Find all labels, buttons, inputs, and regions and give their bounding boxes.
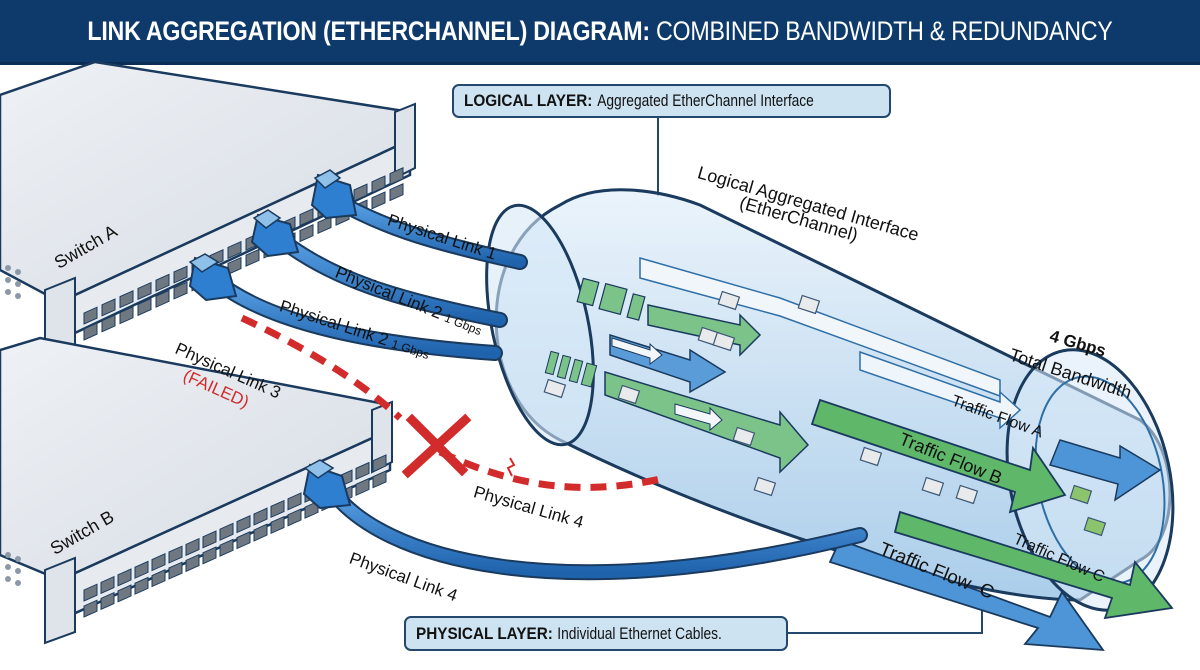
switch-port [253,523,268,542]
switch-port [202,530,217,549]
switch-port [317,215,332,235]
traffic-flow-c-green-arrow [893,510,1174,620]
switch-port [83,306,98,325]
break-spark-icon [506,457,516,477]
data-packet [617,384,641,405]
data-packet [753,476,777,497]
data-packet [1083,516,1107,537]
data-packet [859,446,883,467]
traffic-flow-b-arrow [810,398,1067,514]
switch-port [168,545,183,564]
logical-layer-callout: LOGICAL LAYER:Aggregated EtherChannel In… [452,84,892,118]
data-packets [543,290,1107,537]
switch-port [371,175,386,194]
switch-port [372,454,387,473]
switch-port [83,583,98,602]
switch-port [372,470,387,489]
switch-port [185,537,200,557]
rj45-connector-link-2a [250,209,300,258]
switch-port [270,499,285,519]
data-packet [921,476,945,497]
title-bold: LINK AGGREGATION (ETHERCHANNEL) DIAGRAM: [87,15,650,46]
failure-x-icon [401,413,472,479]
failed-link-3[interactable] [240,314,666,491]
switch-port [101,314,116,333]
switch-port [137,297,152,317]
switch-port [134,560,149,579]
switch-port [219,522,234,541]
switch-port [100,575,115,595]
switch-port [173,265,188,284]
data-packet [543,378,567,399]
data-packet [717,290,741,311]
switch-port [151,569,166,588]
data-packet [1069,484,1093,505]
switch-port [202,546,217,565]
switch-port [299,208,314,227]
rj45-connector-link-1 [310,169,358,220]
title-light: COMBINED BANDWIDTH & REDUNDANCY [656,15,1113,46]
switch-port [168,561,183,580]
switch-port [389,167,404,186]
switch-port [100,591,115,611]
switch-port [253,507,268,526]
logical-layer-heading: LOGICAL LAYER: [464,91,593,110]
switch-port [117,568,132,587]
switch-port [101,298,116,317]
switch-port [83,322,98,341]
switch-port [353,183,368,202]
flow-arrow-blue-middle [609,333,727,394]
switch-port [287,508,302,527]
switch-port [245,248,260,267]
switch-port [119,306,134,325]
switch-port [134,576,149,595]
cable-link-2b[interactable] [207,272,503,361]
switch-port [173,281,188,300]
physical-layer-callout: PHYSICAL LAYER:Individual Ethernet Cable… [404,616,789,651]
title-banner: LINK AGGREGATION (ETHERCHANNEL) DIAGRAM:… [0,0,1200,65]
switch-a-vent [5,265,21,299]
switch-port [151,553,166,572]
rj45-connector-link-2b [188,253,238,302]
switch-port [355,461,370,481]
physical-layer-text: Individual Ethernet Cables. [557,623,722,643]
switch-port [270,515,285,535]
switch-port [137,281,152,301]
cable-link-4[interactable] [322,480,868,581]
switch-port [287,492,302,511]
traffic-flow-a-arrow [859,350,1162,502]
switch-port [371,191,386,210]
switch-port [155,289,170,308]
switch-port [299,224,314,243]
flow-arrow-green-lower [544,350,810,474]
switch-port [155,273,170,292]
switch-port [355,477,370,497]
page-title: LINK AGGREGATION (ETHERCHANNEL) DIAGRAM:… [87,16,1112,47]
switch-port [117,584,132,603]
switch-port [219,538,234,557]
switch-port [389,183,404,202]
switch-port [119,290,134,309]
traffic-flow-c-blue-arrow [828,538,1105,652]
switch-port [236,531,251,550]
data-packet [732,426,756,447]
switch-port [185,553,200,573]
data-packet [955,484,979,505]
data-packet [797,294,821,315]
switch-b-vent [5,552,21,586]
switch-port [83,599,98,618]
logical-layer-text: Aggregated EtherChannel Interface [596,91,814,110]
switch-port [227,240,242,260]
physical-layer-heading: PHYSICAL LAYER: [416,623,553,643]
data-packet [712,331,736,352]
rj45-connector-link-4 [302,459,352,510]
switch-port [236,515,251,534]
